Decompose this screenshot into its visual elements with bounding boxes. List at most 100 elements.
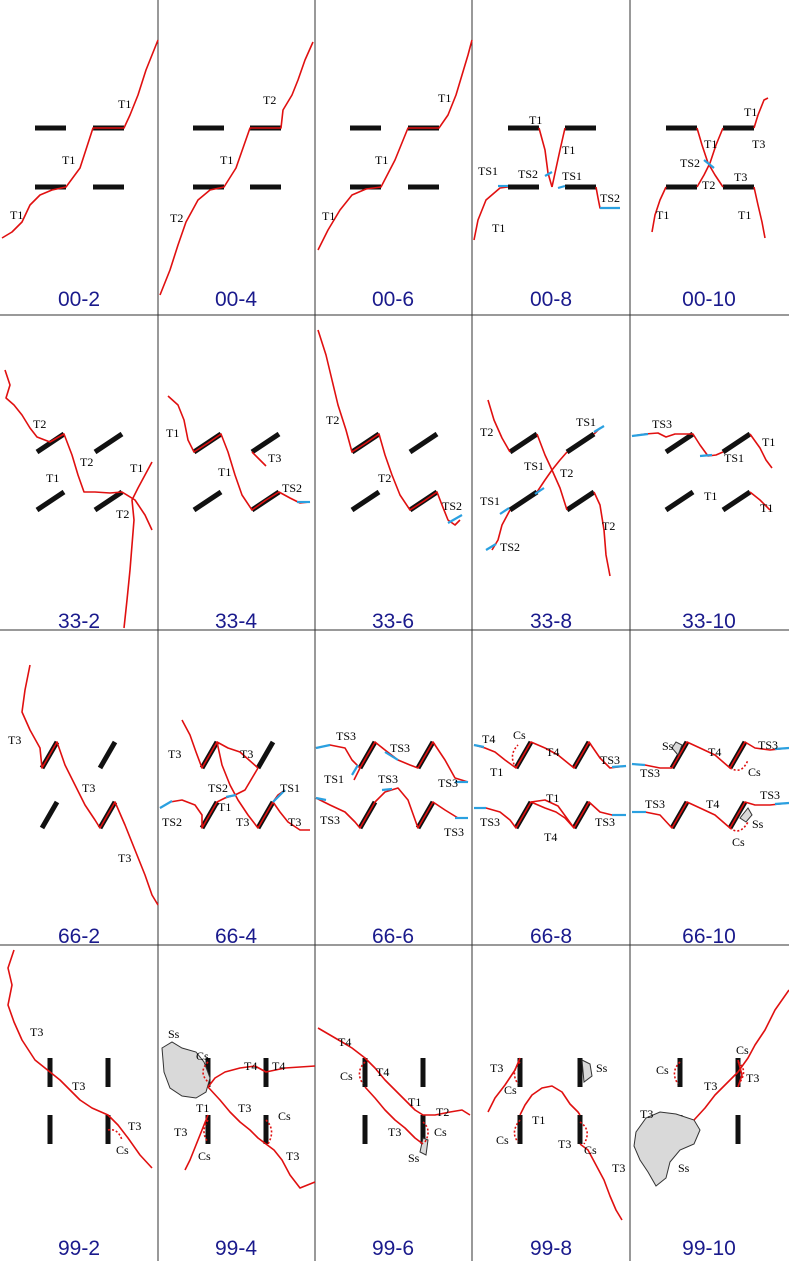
crack-label: T3 (240, 747, 253, 761)
panel-66-2: T3 T3 T3 66-2 (8, 664, 159, 948)
crack-label: T1 (408, 1095, 421, 1109)
crack (749, 491, 771, 511)
shear-crack (774, 746, 789, 751)
crack-label: TS1 (524, 459, 544, 473)
crack (753, 97, 769, 129)
crack (207, 1086, 316, 1189)
crack-label: T2 (702, 178, 715, 192)
crack (353, 767, 361, 781)
crack-label: T3 (168, 747, 181, 761)
panel-caption: 99-6 (372, 1237, 414, 1260)
crack-label: TS1 (480, 494, 500, 508)
shear-crack (384, 751, 399, 761)
crack (651, 186, 667, 233)
coal-zone (729, 759, 749, 771)
panel-caption: 33-2 (58, 610, 100, 633)
shear-crack (447, 514, 463, 524)
crack-label: Ss (662, 739, 674, 753)
shear-crack (557, 184, 566, 190)
flaws (508, 431, 596, 513)
crack (364, 1086, 424, 1145)
panel-99-2: T3 T3 T3 Cs 99-2 (7, 949, 153, 1260)
crack-label: TS3 (438, 776, 458, 790)
crack-label: Cs (196, 1049, 209, 1063)
flaws (517, 1058, 583, 1144)
panel-33-2: T2 T2 T1 T1 T2 33-2 (4, 369, 153, 633)
crack (753, 186, 766, 239)
panel-99-10: Cs Cs T3 T3 T3 Ss 99-10 (633, 989, 789, 1260)
panel-caption: 66-8 (530, 925, 572, 948)
coal-zone (107, 1128, 123, 1141)
panel-caption: 99-2 (58, 1237, 100, 1260)
crack-label: T3 (30, 1025, 43, 1039)
panel-caption: 33-10 (682, 610, 736, 633)
crack-label: T4 (706, 797, 719, 811)
shear-crack (272, 789, 286, 803)
panel-00-10: T1 T3 T1 TS2 T2 T3 T1 T1 00-10 (651, 97, 769, 311)
crack-label: T4 (708, 745, 721, 759)
crack-label: TS3 (480, 815, 500, 829)
crack (749, 433, 773, 469)
crack-label: T1 (656, 208, 669, 222)
crack (593, 491, 611, 577)
crack-label: Cs (584, 1143, 597, 1157)
crack-label: Ss (408, 1151, 420, 1165)
panel-33-4: T1 T1 T3 TS2 33-4 (166, 395, 311, 633)
crack (632, 801, 789, 829)
crack (317, 1027, 471, 1116)
crack-label: TS2 (208, 781, 228, 795)
crack (519, 1085, 581, 1116)
crack-label: T4 (546, 745, 559, 759)
crack-label: T4 (482, 732, 495, 746)
shear-crack (534, 487, 545, 495)
coal-zone (422, 1121, 429, 1143)
shear-crack (159, 800, 173, 809)
flaws (35, 125, 124, 190)
crack-label: T1 (166, 426, 179, 440)
crack-label: TS3 (444, 825, 464, 839)
shear-crack (631, 432, 649, 438)
crack (181, 719, 310, 831)
shear-crack (703, 159, 715, 169)
shear-crack (774, 801, 789, 806)
crack-label: TS3 (760, 788, 780, 802)
panel-caption: 66-4 (215, 925, 257, 948)
crack-label: Cs (434, 1125, 447, 1139)
crack-label: T3 (734, 170, 747, 184)
panel-33-10: TS3 T1 TS1 T1 T1 33-10 (631, 417, 775, 633)
crack-label: T2 (378, 471, 391, 485)
crack-label: T1 (62, 153, 75, 167)
crack-label: T1 (322, 209, 335, 223)
crack (159, 41, 314, 296)
shear-crack (351, 764, 359, 776)
panel-caption: 00-8 (530, 288, 572, 311)
shear-crack (499, 507, 510, 515)
flaws (350, 431, 439, 513)
crack (123, 461, 153, 629)
crack-label: T4 (338, 1035, 351, 1049)
coal-zone (265, 1119, 273, 1145)
crack (473, 741, 627, 769)
crack-label: Cs (340, 1069, 353, 1083)
crack (473, 186, 509, 241)
crack-label: Cs (513, 728, 526, 742)
crack (579, 1143, 623, 1221)
crack-label: T1 (375, 153, 388, 167)
panel-33-6: T2 T2 TS2 33-6 (317, 329, 463, 633)
crack (317, 39, 473, 251)
crack-label: T3 (612, 1161, 625, 1175)
panel-00-4: T2 T1 T2 00-4 (159, 41, 314, 311)
crack (538, 127, 553, 188)
crack-label: T1 (738, 208, 751, 222)
panel-caption: 99-8 (530, 1237, 572, 1260)
crack-label: TS1 (280, 781, 300, 795)
crack-label: Ss (168, 1027, 180, 1041)
crack-label: TS3 (645, 797, 665, 811)
crack-label: TS3 (595, 815, 615, 829)
panel-caption: 99-10 (682, 1237, 736, 1260)
crack-label: TS2 (500, 540, 520, 554)
panel-66-8: T4 Cs T4 T1 TS3 T1 TS3 T4 TS3 66-8 (473, 728, 627, 948)
panel-00-2: T1 T1 T1 00-2 (1, 39, 159, 311)
crack-label: Ss (596, 1061, 608, 1075)
